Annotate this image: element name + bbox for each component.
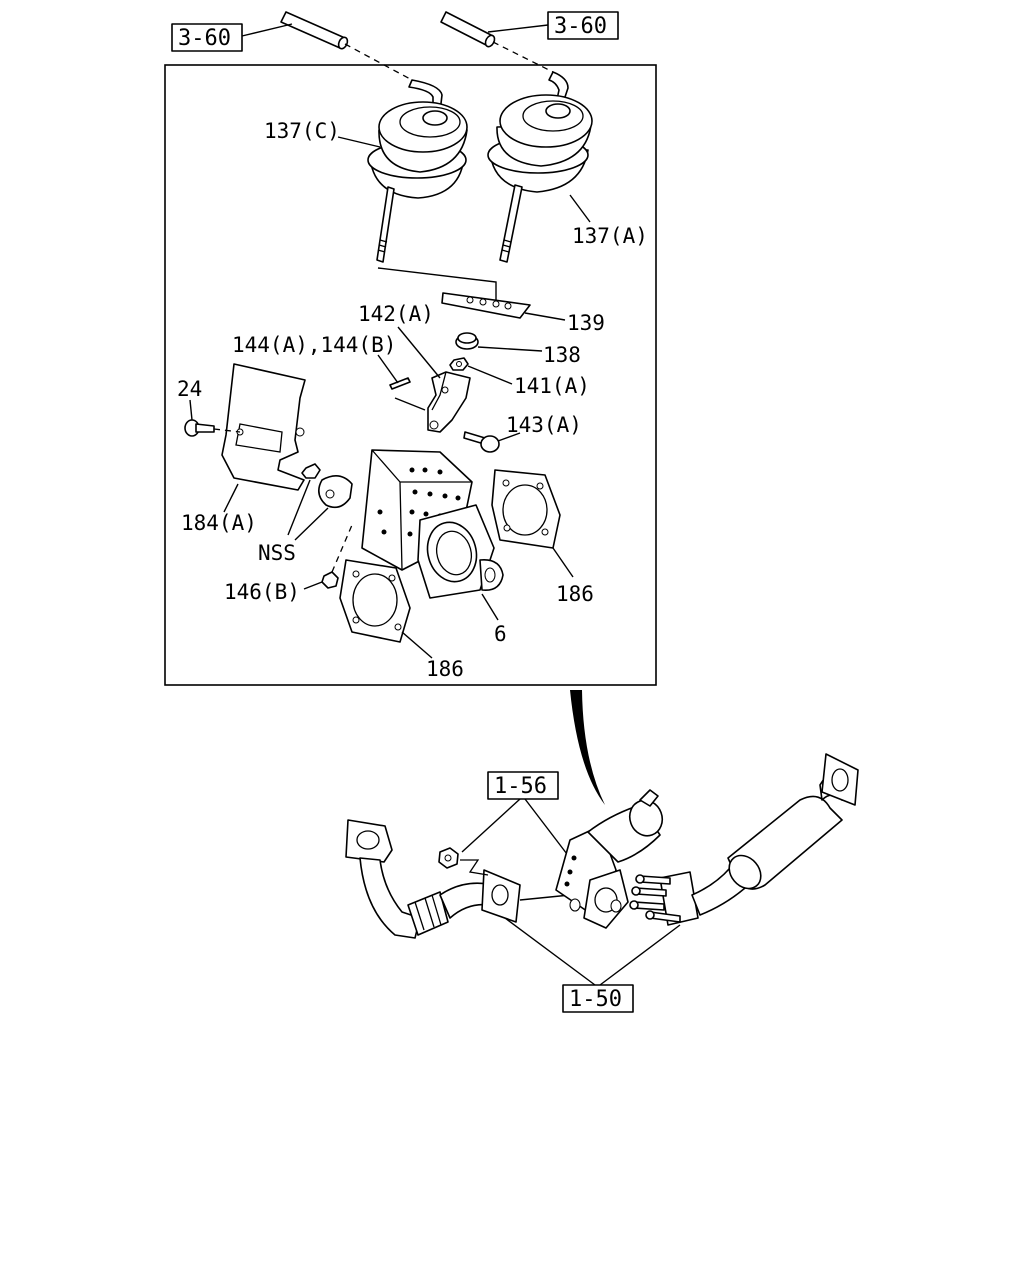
label-137a: 137(A): [572, 224, 648, 248]
exploded-view-frame: [164, 64, 657, 686]
ref-1-50-text: 1-50: [569, 987, 622, 1012]
valve-body-6: [361, 449, 504, 599]
label-144: 144(A),144(B): [232, 333, 396, 357]
ref-3-60-left-text: 3-60: [178, 26, 231, 51]
ref-box-3-60-right[interactable]: 3-60: [547, 11, 619, 40]
label-139: 139: [567, 311, 605, 335]
label-nss: NSS: [258, 541, 296, 565]
gasket-139: [441, 292, 531, 319]
detail-pointer-arrow: [570, 690, 605, 805]
ref-box-1-50[interactable]: 1-50: [562, 984, 634, 1013]
gasket-186-right: [491, 469, 561, 549]
gasket-186-bottom: [339, 559, 411, 643]
label-142a: 142(A): [358, 302, 434, 326]
vacuum-hose-left: [280, 11, 413, 81]
ref-3-60-right-text: 3-60: [554, 14, 607, 39]
ref-box-3-60-left[interactable]: 3-60: [171, 23, 243, 52]
label-137c: 137(C): [264, 119, 340, 143]
lever-142a: [427, 371, 471, 433]
vacuum-actuator-137a: [487, 71, 593, 263]
rear-exhaust-pipe-muffler: [629, 753, 859, 926]
nut-lower: [438, 847, 459, 869]
label-186-right: 186: [556, 582, 594, 606]
label-138: 138: [543, 343, 581, 367]
plate-nss: [301, 463, 353, 509]
label-146b: 146(B): [224, 580, 300, 604]
pin-144: [389, 377, 426, 411]
bolt-143a: [463, 431, 500, 453]
ref-1-56-text: 1-56: [494, 774, 547, 799]
front-exhaust-pipe: [345, 819, 521, 939]
nut-141a: [449, 357, 469, 371]
exhaust-brake-valve-assembly: [555, 789, 664, 929]
label-141a: 141(A): [514, 374, 590, 398]
label-24: 24: [177, 377, 202, 401]
label-6: 6: [494, 622, 507, 646]
label-143a: 143(A): [506, 413, 582, 437]
ref-box-1-56[interactable]: 1-56: [487, 771, 559, 800]
bracket-184a: [221, 363, 306, 491]
label-186-bottom: 186: [426, 657, 464, 681]
bolt-24: [184, 419, 241, 437]
vacuum-hose-right: [440, 11, 554, 73]
label-184a: 184(A): [181, 511, 257, 535]
seal-138: [455, 332, 479, 350]
vacuum-actuator-137c: [367, 79, 468, 263]
